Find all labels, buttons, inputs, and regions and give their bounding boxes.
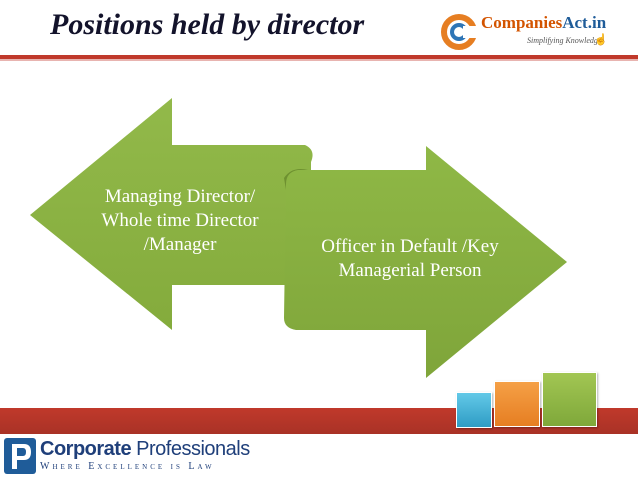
decorative-square-orange [494, 381, 540, 427]
left-arrow-label: Managing Director/ Whole time Director /… [101, 186, 259, 255]
cp-logo-name-part1: Corporate [40, 438, 132, 460]
decorative-square-blue [456, 392, 492, 428]
right-arrow-label: Officer in Default /Key Managerial Perso… [321, 236, 499, 281]
title-divider-shadow [0, 59, 638, 61]
decorative-square-green [542, 372, 597, 427]
hand-pointer-icon: ☝ [594, 34, 608, 46]
right-arrow-shape [284, 146, 567, 378]
cp-logo-name-part2: Professionals [131, 438, 250, 460]
companiesact-logo-name-part1: Companies [481, 13, 563, 32]
cp-logo-tagline: Where Excellence is Law [40, 461, 215, 472]
companiesact-logo-name: CompaniesAct.in [481, 13, 606, 33]
title-divider [0, 55, 638, 59]
companiesact-logo: CompaniesAct.in Simplifying Knowledge ☝ [439, 12, 611, 52]
left-arrow-shape [30, 98, 313, 330]
companiesact-logo-name-part2: Act.in [562, 13, 607, 32]
corporate-professionals-logo: Corporate Professionals Where Excellence… [4, 438, 250, 476]
cp-logo-name: Corporate Professionals [40, 438, 250, 461]
slide-title: Positions held by director [50, 8, 365, 41]
companiesact-logo-icon [441, 14, 477, 50]
companiesact-logo-tagline: Simplifying Knowledge [527, 36, 602, 45]
cp-logo-icon [4, 438, 36, 474]
footer-area [0, 434, 638, 478]
